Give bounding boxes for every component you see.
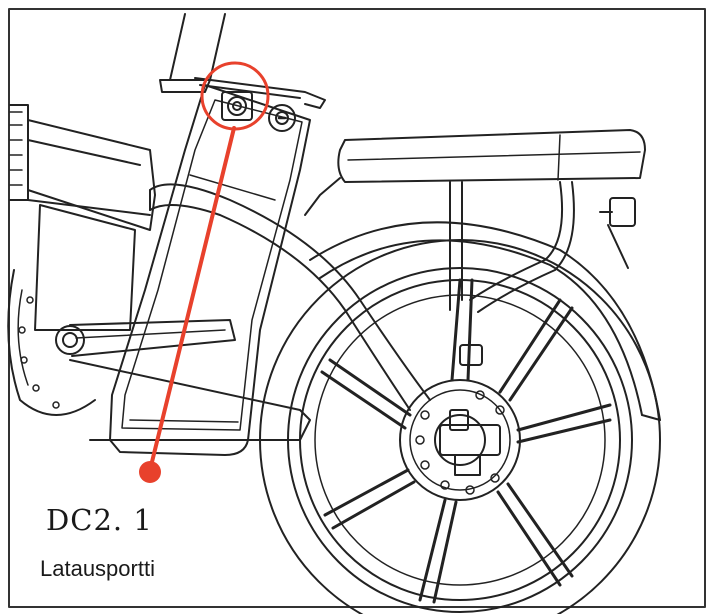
rear-wheel: [259, 239, 661, 614]
chain-sprocket: [7, 269, 96, 416]
rear-light-icon: [599, 197, 636, 269]
chainstay: [69, 319, 311, 441]
callout-line: [148, 126, 236, 472]
callout: [139, 61, 270, 483]
seat-stay-curve: [149, 183, 431, 411]
seat-post: [159, 13, 226, 93]
charging-port-icon: [221, 91, 253, 121]
frame-left: [9, 104, 156, 331]
charging-port-label: Latausportti: [40, 556, 155, 581]
model-label: DC2. 1: [46, 503, 153, 537]
rear-fender: [309, 221, 661, 421]
callout-dot: [139, 461, 161, 483]
power-button-icon: [268, 104, 296, 132]
rear-rack: [304, 129, 646, 313]
